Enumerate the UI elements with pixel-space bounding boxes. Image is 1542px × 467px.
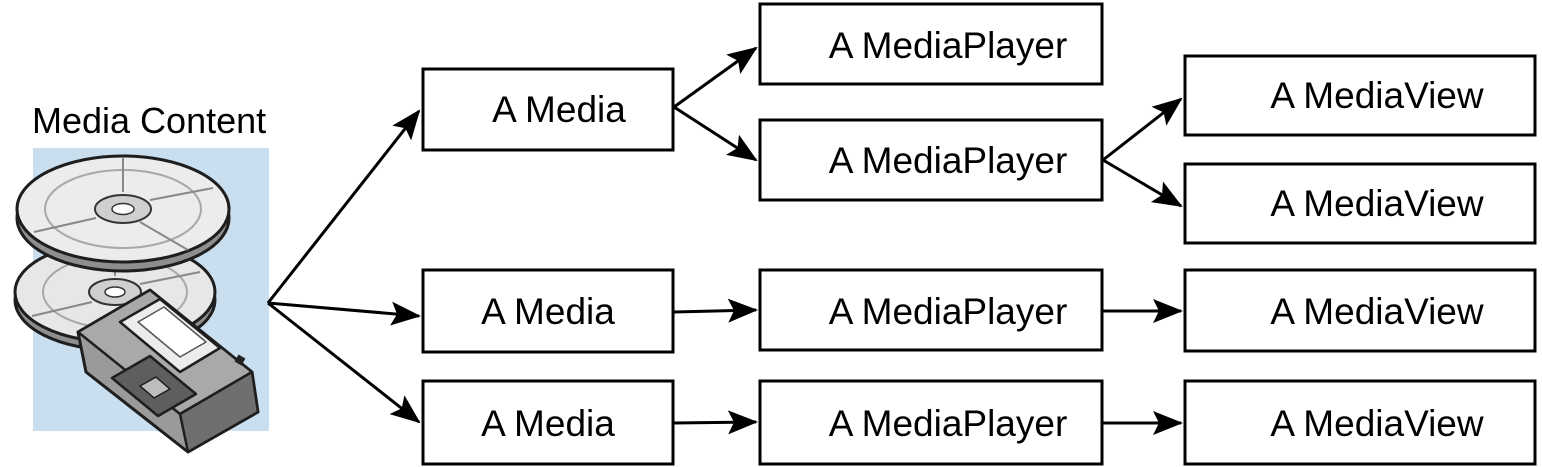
mediaview-node: A MediaView [1183,162,1537,245]
cd-and-floppy-disk-icon [13,148,269,454]
mediaview-node-label: A MediaView [1270,291,1483,332]
edge-media-3-to-player-4 [673,410,758,435]
media-node-label: A Media [481,291,615,332]
media-node-label: A Media [481,403,615,444]
media-node: A Media [421,379,675,466]
edge-media-1-to-player-1 [673,46,758,109]
media-node-label: A Media [492,89,626,130]
cd-front-icon [15,154,231,273]
mediaview-node-label: A MediaView [1270,403,1483,444]
mediaview-node-label: A MediaView [1270,75,1483,116]
media-content-label: Media Content [32,100,266,141]
mediaplayer-node-label: A MediaPlayer [829,25,1068,66]
mediaview-node-label: A MediaView [1270,183,1483,224]
edge-media-2-to-player-3 [673,298,758,323]
media-node: A Media [421,67,675,152]
edge-player-2-to-view-2 [1102,158,1183,208]
mediaview-node: A MediaView [1183,54,1537,137]
mediaplayer-node-label: A MediaPlayer [829,403,1068,444]
edges [266,46,1183,435]
mediaplayer-node-label: A MediaPlayer [829,140,1068,181]
media-content-source: Media Content [13,100,269,454]
floppy-disk-icon [76,288,260,454]
mediaplayer-node: A MediaPlayer [758,379,1104,466]
mediaview-node: A MediaView [1183,268,1537,353]
edge-player-2-to-view-1 [1102,97,1183,162]
mediaview-node: A MediaView [1183,379,1537,466]
mediaplayer-node-label: A MediaPlayer [829,291,1068,332]
edge-source-to-media-1 [266,109,421,304]
edge-media-1-to-player-2 [673,105,758,162]
edge-source-to-media-2 [267,301,421,326]
edge-source-to-media-3 [267,301,421,424]
mediaplayer-node: A MediaPlayer [758,268,1104,352]
media-node: A Media [421,268,675,354]
mediaplayer-node: A MediaPlayer [758,2,1104,86]
mediaplayer-node: A MediaPlayer [758,118,1104,202]
